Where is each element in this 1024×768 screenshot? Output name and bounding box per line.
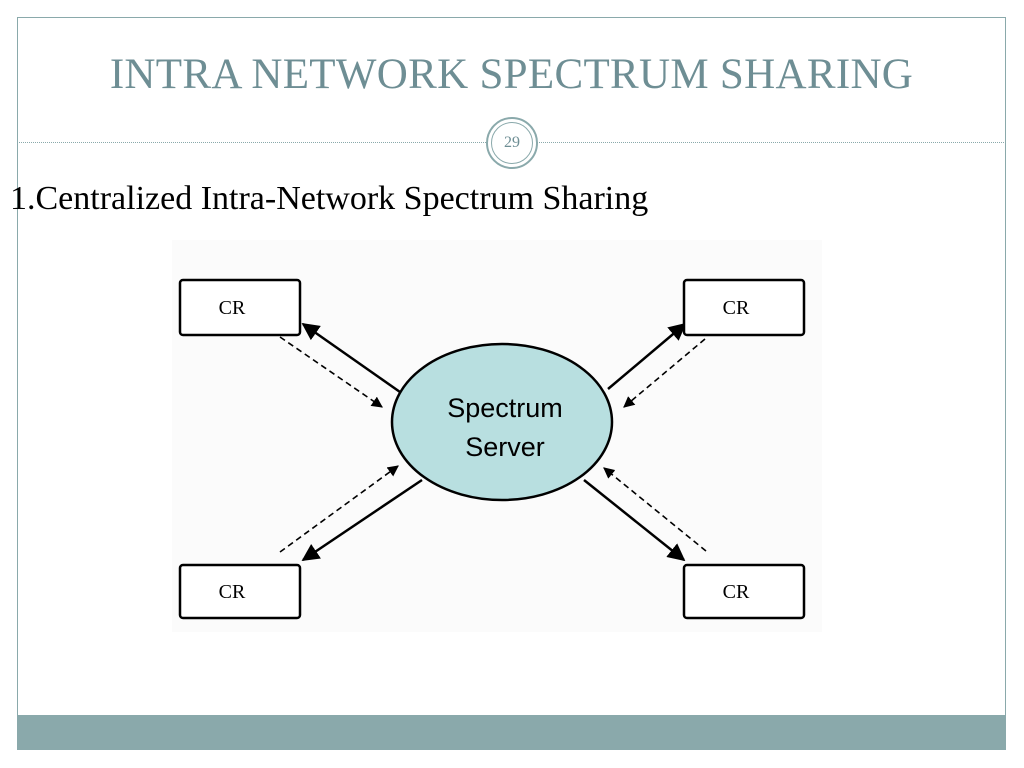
arrow-server-to-cr-bottom-right: [583, 479, 686, 562]
cr-node-top-right: [682, 278, 806, 337]
cr-label-top-left: CR: [219, 297, 246, 319]
cr-label-bottom-right: CR: [723, 581, 750, 603]
dashed-arrow-cr-bottom-left-to-server: [279, 465, 399, 553]
spectrum-server-label-line1: Spectrum: [447, 393, 563, 423]
dashed-arrow-cr-bottom-right-to-server: [603, 467, 707, 552]
cr-node-bottom-left: [178, 563, 302, 620]
arrow-server-to-cr-top-left: [301, 322, 401, 394]
spectrum-server-node: [390, 342, 614, 502]
page-number: 29: [491, 122, 533, 164]
spectrum-server-label-line2: Server: [465, 432, 545, 462]
cr-label-bottom-left: CR: [219, 581, 246, 603]
network-diagram: Spectrum Server CR CR CR CR: [172, 240, 822, 632]
arrow-server-to-cr-bottom-left: [301, 478, 423, 562]
cr-node-top-left: [178, 278, 302, 337]
dashed-arrow-cr-top-left-to-server: [279, 336, 383, 408]
slide-title: INTRA NETWORK SPECTRUM SHARING: [109, 51, 914, 98]
cr-node-bottom-right: [682, 563, 806, 620]
dashed-arrow-cr-top-right-to-server: [623, 338, 706, 408]
cr-label-top-right: CR: [723, 297, 750, 319]
arrow-server-to-cr-top-right: [607, 322, 687, 390]
slide-subtitle: 1.Centralized Intra-Network Spectrum Sha…: [10, 180, 649, 217]
page-number-badge: 29: [486, 117, 538, 169]
footer-bar: [17, 715, 1006, 750]
